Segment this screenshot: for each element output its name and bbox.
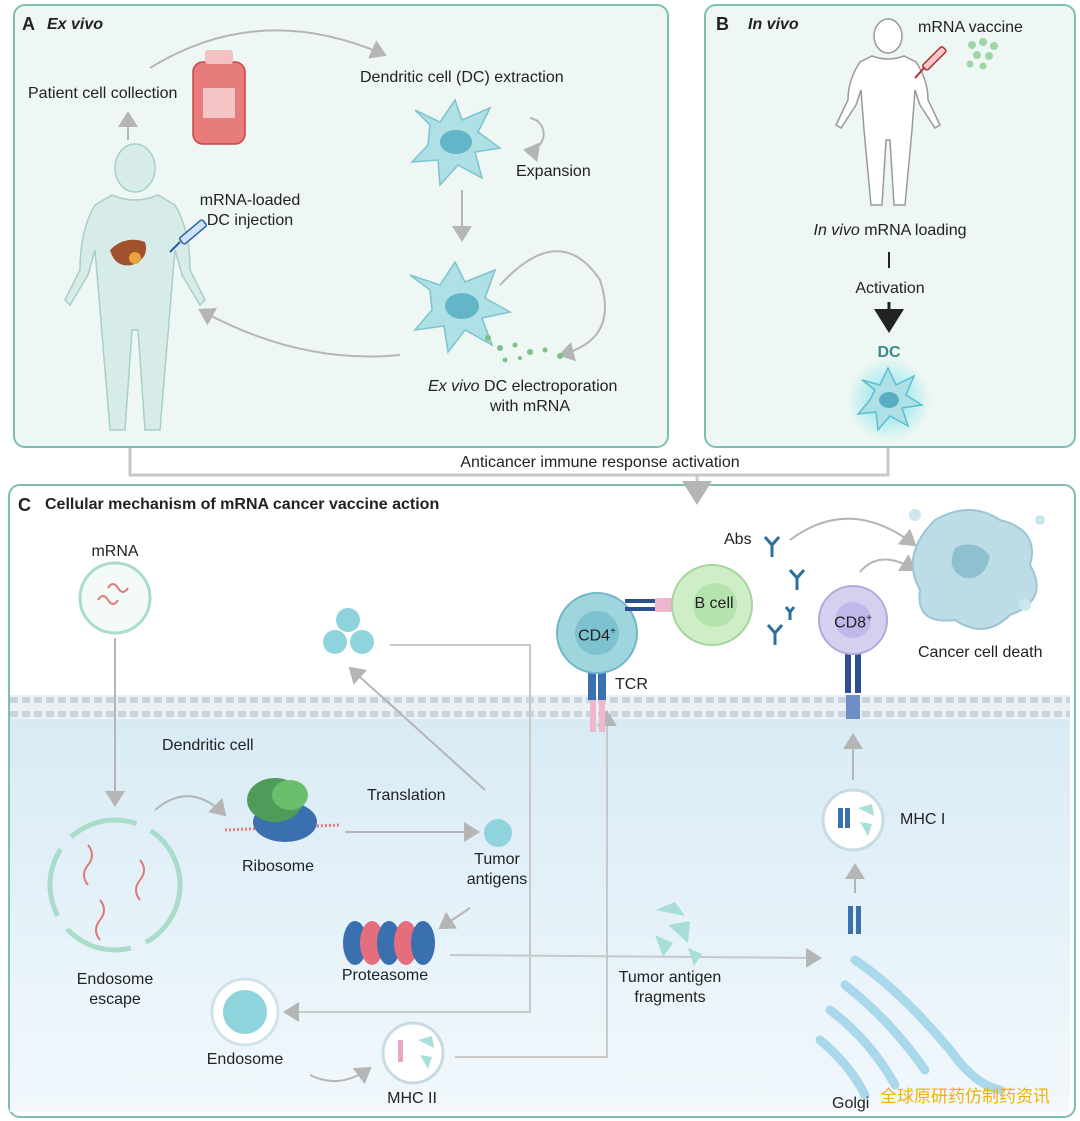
mhc1-label: MHC I bbox=[900, 811, 946, 828]
electroporation-label-2: with mRNA bbox=[489, 398, 570, 415]
cancer-cell-icon bbox=[909, 509, 1045, 630]
activated-dc-icon bbox=[856, 366, 925, 432]
watermark: 全球原研药仿制药资讯 bbox=[880, 1087, 1050, 1106]
panel-c-letter: C bbox=[18, 495, 31, 515]
panel-a-title: Ex vivo bbox=[47, 16, 104, 33]
dc-label: DC bbox=[877, 344, 901, 361]
injection-label-2: DC injection bbox=[206, 212, 294, 229]
loading-italic: In vivo bbox=[813, 222, 860, 239]
mhc2-label: MHC II bbox=[387, 1090, 437, 1107]
b-cell-icon bbox=[671, 564, 753, 646]
proteasome-icon bbox=[343, 921, 435, 965]
arrow-mhc2-surface bbox=[455, 710, 617, 1058]
liver-icon bbox=[110, 239, 147, 266]
cd8-label: CD8+ bbox=[818, 609, 888, 633]
arrow-abs-death bbox=[789, 517, 917, 547]
panel-b-letter: B bbox=[716, 14, 729, 34]
in-vivo-loading-label: In vivo mRNA loading bbox=[780, 221, 1000, 241]
bcell-label: B cell bbox=[694, 595, 734, 612]
arrow-extraction bbox=[149, 29, 387, 69]
abs-label: Abs bbox=[724, 531, 752, 548]
electroporation-rest: DC electroporation bbox=[479, 378, 618, 395]
arrow-to-proteasome bbox=[438, 907, 471, 930]
secreted-antigens-icon bbox=[323, 608, 374, 654]
cell-membrane bbox=[10, 695, 1070, 719]
ribosome-label: Ribosome bbox=[241, 858, 315, 875]
cd8-superscript: + bbox=[866, 613, 872, 624]
expansion-label: Expansion bbox=[516, 163, 591, 180]
endosome-escape-icon bbox=[47, 817, 183, 953]
dendritic-cell-icon bbox=[410, 98, 502, 187]
expansion-arrow bbox=[523, 117, 545, 163]
translation-label: Translation bbox=[367, 787, 446, 804]
endosome-label: Endosome bbox=[206, 1051, 284, 1068]
vaccine-syringe-icon bbox=[914, 46, 947, 79]
cytoplasm bbox=[10, 718, 1070, 1112]
electroporation-label-1: Ex vivo DC electroporation bbox=[428, 377, 617, 397]
vaccine-particles-icon bbox=[966, 38, 998, 70]
arrow-injection bbox=[198, 307, 401, 358]
mrna-label: mRNA bbox=[91, 543, 139, 560]
panel-b-title: In vivo bbox=[748, 16, 799, 33]
endosome-escape-label-2: escape bbox=[89, 991, 141, 1008]
arrow-to-mhc2 bbox=[309, 1066, 372, 1085]
arrow-uptake bbox=[283, 644, 531, 1022]
arrow-secretion bbox=[348, 666, 486, 791]
cd4-t-cell-icon bbox=[556, 592, 638, 674]
dendritic-cell-label: Dendritic cell bbox=[162, 737, 254, 754]
mrna-vaccine-label: mRNA vaccine bbox=[918, 19, 1023, 36]
electroporation-loop bbox=[499, 250, 606, 362]
tumor-antigens-label-1: Tumor bbox=[474, 851, 520, 868]
syringe-icon bbox=[169, 219, 207, 253]
activation-label: Activation bbox=[855, 280, 925, 297]
fragments-label-1: Tumor antigen bbox=[618, 969, 722, 986]
dc-extraction-label: Dendritic cell (DC) extraction bbox=[360, 69, 564, 86]
cd4-bcell-synapse-icon bbox=[625, 598, 675, 612]
cd8-t-cell-icon bbox=[818, 585, 888, 655]
cd8-text: CD8 bbox=[834, 614, 867, 632]
endosome-escape-label-1: Endosome bbox=[76, 971, 154, 988]
immune-activation-label: Anticancer immune response activation bbox=[400, 453, 800, 473]
arrow-fragments bbox=[449, 947, 822, 968]
mhc1-vesicle-icon bbox=[821, 788, 885, 852]
patient-figure-icon bbox=[64, 143, 206, 431]
human-figure-icon bbox=[835, 18, 941, 206]
tumor-antigens-label-2: antigens bbox=[466, 871, 528, 888]
antigen-fragments-icon bbox=[655, 902, 702, 966]
endosome-icon bbox=[210, 977, 280, 1047]
connector-line bbox=[128, 448, 890, 477]
arrow-to-ribosome bbox=[154, 795, 227, 817]
mhc1-golgi-icon bbox=[848, 906, 861, 934]
golgi-icon bbox=[815, 955, 1005, 1100]
cd4-superscript: + bbox=[610, 626, 616, 637]
cancer-death-label: Cancer cell death bbox=[918, 644, 1043, 661]
panel-c-title: Cellular mechanism of mRNA cancer vaccin… bbox=[45, 496, 440, 513]
mhc2-vesicle-icon bbox=[381, 1021, 445, 1085]
injection-label-1: mRNA-loaded bbox=[199, 192, 301, 209]
mrna-particles-icon bbox=[485, 335, 563, 363]
patient-collection-label: Patient cell collection bbox=[28, 85, 178, 102]
mrna-vesicle-icon bbox=[78, 561, 152, 635]
cd4-label: CD4+ bbox=[560, 622, 634, 646]
proteasome-label: Proteasome bbox=[341, 967, 429, 984]
ribosome-icon bbox=[224, 778, 341, 842]
mhc2-receptor-icon bbox=[588, 672, 606, 732]
fragments-label-2: fragments bbox=[634, 989, 706, 1006]
antibodies-icon bbox=[763, 536, 806, 645]
dendritic-cell-loaded-icon bbox=[409, 260, 513, 354]
golgi-label: Golgi bbox=[832, 1095, 870, 1112]
loading-rest: mRNA loading bbox=[859, 222, 967, 239]
blood-bag-icon bbox=[192, 50, 246, 145]
panel-a-letter: A bbox=[22, 14, 35, 34]
cd4-text: CD4 bbox=[578, 627, 611, 645]
tumor-antigen-icon bbox=[484, 819, 512, 847]
arrow-cd8-death bbox=[859, 554, 917, 573]
mhc1-receptor-icon bbox=[845, 645, 861, 719]
electroporation-italic: Ex vivo bbox=[428, 378, 480, 395]
tcr-label: TCR bbox=[615, 676, 648, 693]
